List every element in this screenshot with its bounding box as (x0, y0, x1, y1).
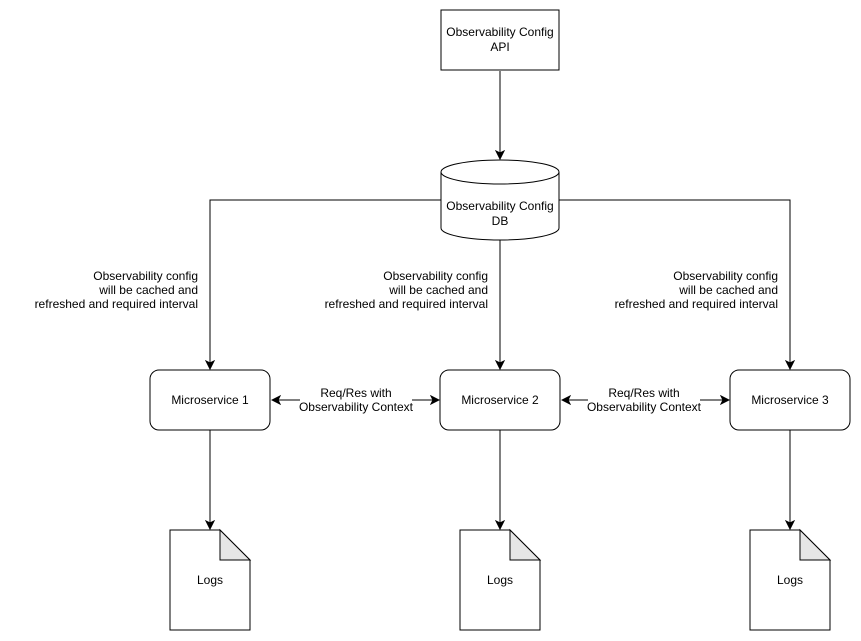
microservice-3-label: Microservice 3 (751, 393, 829, 407)
config-db-label-line-2: DB (492, 214, 509, 228)
logs-document-2: Logs (459, 528, 542, 631)
cache-note-3: Observability config will be cached and … (615, 269, 778, 311)
cache-note-1-line-2: will be cached and (98, 283, 198, 297)
edge-db-to-microservice-3 (559, 199, 790, 369)
cache-note-2-line-1: Observability config (383, 269, 488, 283)
config-api-node: Observability Config API (440, 9, 560, 71)
microservice-3-node: Microservice 3 (729, 369, 851, 431)
reqres-label-1-2: Req/Res with Observability Context (299, 385, 414, 415)
cache-note-2-line-2: will be cached and (388, 283, 488, 297)
config-db-label-line-1: Observability Config (446, 199, 553, 213)
edge-db-to-microservice-1 (210, 199, 441, 369)
microservice-1-node: Microservice 1 (149, 369, 271, 431)
cache-note-1: Observability config will be cached and … (35, 269, 198, 311)
reqres-label-1-2-line-1: Req/Res with (320, 386, 391, 400)
microservice-2-label: Microservice 2 (461, 393, 539, 407)
cache-note-3-line-3: refreshed and required interval (615, 297, 778, 311)
cache-note-3-line-1: Observability config (673, 269, 778, 283)
microservice-1-label: Microservice 1 (171, 393, 249, 407)
logs-1-label: Logs (197, 573, 223, 587)
logs-2-label: Logs (487, 573, 513, 587)
config-api-label-line-2: API (490, 40, 509, 54)
cache-note-1-line-3: refreshed and required interval (35, 297, 198, 311)
cache-note-2: Observability config will be cached and … (325, 269, 488, 311)
reqres-label-2-3-line-2: Observability Context (587, 400, 702, 414)
cache-note-3-line-2: will be cached and (678, 283, 778, 297)
reqres-label-1-2-line-2: Observability Context (299, 400, 414, 414)
reqres-label-2-3: Req/Res with Observability Context (587, 385, 702, 415)
cache-note-1-line-1: Observability config (93, 269, 198, 283)
microservice-2-node: Microservice 2 (439, 369, 561, 431)
logs-3-label: Logs (777, 573, 803, 587)
reqres-label-2-3-line-1: Req/Res with (608, 386, 679, 400)
logs-document-1: Logs (169, 528, 252, 631)
config-api-label-line-1: Observability Config (446, 25, 553, 39)
config-db-node: Observability Config DB (440, 159, 560, 241)
cache-note-2-line-3: refreshed and required interval (325, 297, 488, 311)
logs-document-3: Logs (749, 528, 832, 631)
